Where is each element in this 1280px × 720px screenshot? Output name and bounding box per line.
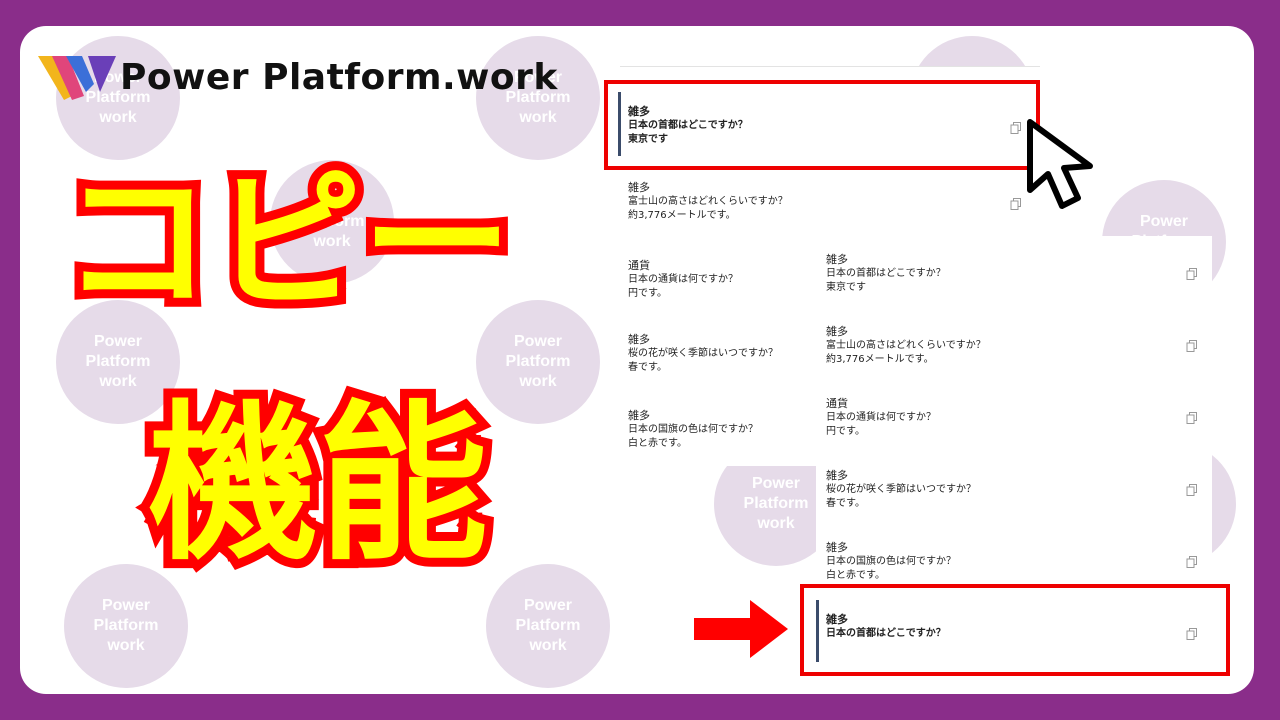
copy-icon[interactable] bbox=[1010, 198, 1022, 210]
list-item[interactable]: 雑多 桜の花が咲く季節はいつですか？ 春です。 bbox=[826, 469, 976, 509]
selected-item-accent bbox=[618, 92, 621, 156]
headline-line-2: 機能 bbox=[139, 386, 497, 584]
brand-mark-icon bbox=[38, 56, 116, 100]
right-arrow-icon bbox=[694, 600, 788, 658]
highlight-box-result bbox=[800, 584, 1230, 676]
brand-name: Power Platform.work bbox=[120, 56, 558, 98]
copied-list-item[interactable]: 雑多 日本の首都はどこですか？ bbox=[826, 613, 946, 639]
copy-icon[interactable] bbox=[1186, 556, 1198, 568]
copy-icon[interactable] bbox=[1186, 484, 1198, 496]
headline-line-1: コピー bbox=[53, 156, 521, 330]
copy-icon[interactable] bbox=[1186, 268, 1198, 280]
mouse-pointer-icon bbox=[1027, 119, 1093, 209]
right-list-panel bbox=[816, 236, 1212, 680]
selected-item-accent bbox=[816, 600, 819, 662]
copy-icon[interactable] bbox=[1186, 412, 1198, 424]
highlight-box-source bbox=[604, 80, 1040, 170]
list-item[interactable]: 雑多 日本の首都はどこですか？ 東京です bbox=[628, 105, 748, 145]
copy-icon[interactable] bbox=[1010, 122, 1022, 134]
list-item[interactable]: 雑多 日本の国旗の色は何ですか？ 白と赤です。 bbox=[826, 541, 956, 581]
list-item[interactable]: 雑多 日本の国旗の色は何ですか？ 白と赤です。 bbox=[628, 409, 758, 449]
list-top-border bbox=[620, 66, 1040, 67]
list-item[interactable]: 雑多 富士山の高さはどれくらいですか？ 約3,776メートルです。 bbox=[826, 325, 986, 365]
list-item[interactable]: 雑多 富士山の高さはどれくらいですか？ 約3,776メートルです。 bbox=[628, 181, 788, 221]
list-item[interactable]: 通貨 日本の通貨は何ですか？ 円です。 bbox=[628, 259, 738, 299]
list-item[interactable]: 雑多 日本の首都はどこですか？ 東京です bbox=[826, 253, 946, 293]
list-item[interactable]: 通貨 日本の通貨は何ですか？ 円です。 bbox=[826, 397, 936, 437]
brand-logo: Power Platform.work bbox=[38, 52, 558, 102]
copy-icon[interactable] bbox=[1186, 628, 1198, 640]
list-item[interactable]: 雑多 桜の花が咲く季節はいつですか？ 春です。 bbox=[628, 333, 778, 373]
copy-icon[interactable] bbox=[1186, 340, 1198, 352]
